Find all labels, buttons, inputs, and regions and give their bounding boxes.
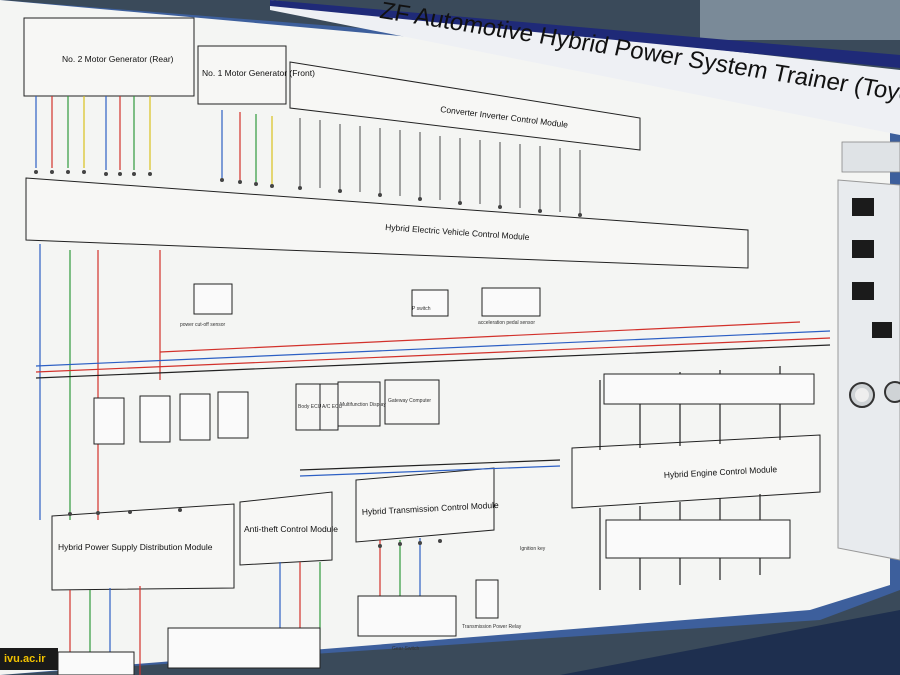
- engine-actuator-row: [605, 519, 791, 559]
- ignition-label: Ignition key: [520, 546, 546, 552]
- watermark: ivu.ac.ir: [0, 648, 58, 670]
- relay-4: [217, 391, 249, 439]
- gear-switch-box: [357, 595, 457, 637]
- title-banner: [270, 0, 900, 135]
- body-ecu-box: [295, 383, 321, 431]
- multi-display-box: [337, 381, 381, 427]
- accel-pedal-label: acceleration pedal sensor: [478, 320, 535, 326]
- indicator-4: [872, 322, 892, 338]
- bottom-mid-box: [167, 627, 321, 669]
- inverter-box: [289, 61, 641, 151]
- anti-theft-box: [239, 491, 333, 566]
- wiring-diagram: [35, 96, 831, 675]
- gateway-box: [384, 379, 440, 425]
- engine-sensor-row: [603, 373, 815, 405]
- terminal-pins: [34, 170, 582, 548]
- indicator-1: [852, 198, 874, 216]
- mg2-label: No. 2 Motor Generator (Rear): [62, 54, 174, 64]
- power-cutoff-sensor-box: [193, 283, 233, 315]
- indicator-2: [852, 240, 874, 258]
- engine-box: [571, 434, 821, 509]
- indicator-3: [852, 282, 874, 300]
- trans-relay-label: Transmission Power Relay: [462, 624, 522, 630]
- power-cutoff-label: power cut-off sensor: [180, 322, 226, 328]
- relay-3: [179, 393, 211, 441]
- accel-pedal-box: [481, 287, 541, 317]
- trainer-base: [560, 610, 900, 675]
- body-ecu-label: Body ECU: [298, 404, 322, 410]
- multi-display-label: Multifunction Display: [340, 402, 386, 408]
- right-control-panel: [837, 179, 900, 561]
- bottom-left-box: [57, 651, 135, 675]
- anti-theft-label: Anti-theft Control Module: [244, 524, 338, 534]
- mg2-box: [23, 17, 195, 97]
- p-switch-box: [411, 289, 449, 317]
- power-supply-box: [51, 503, 235, 591]
- gear-switch-label: Gear Switch: [392, 646, 419, 652]
- power-supply-label: Hybrid Power Supply Distribution Module: [58, 542, 213, 552]
- relay-1: [93, 397, 125, 445]
- mg1-box: [197, 45, 287, 105]
- hv-module-box: [25, 177, 749, 269]
- gateway-label: Gateway Computer: [388, 398, 431, 404]
- trans-relay-box: [475, 579, 499, 619]
- mg1-label: No. 1 Motor Generator (Front): [202, 68, 315, 78]
- transmission-box: [355, 467, 495, 543]
- ac-ecu-label: A/C ECU: [322, 404, 343, 410]
- relay-2: [139, 395, 171, 443]
- p-switch-label: P switch: [412, 306, 431, 312]
